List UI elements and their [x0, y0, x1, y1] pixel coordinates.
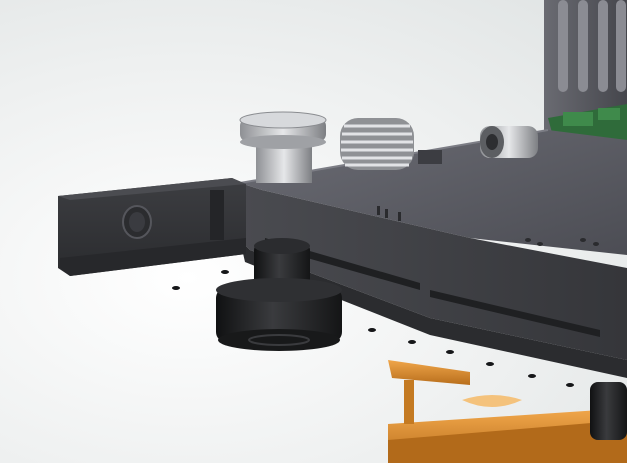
rubber-foot-right — [590, 382, 627, 440]
mounting-holes — [172, 270, 574, 387]
orange-bracket — [388, 360, 627, 463]
front-rail-block — [58, 178, 246, 276]
rubber-foot-icon — [216, 238, 342, 351]
screw-icon — [377, 206, 599, 246]
nut-icon — [480, 126, 538, 158]
heatsink-coil-icon — [340, 118, 442, 170]
knurled-knob-icon — [239, 111, 327, 183]
